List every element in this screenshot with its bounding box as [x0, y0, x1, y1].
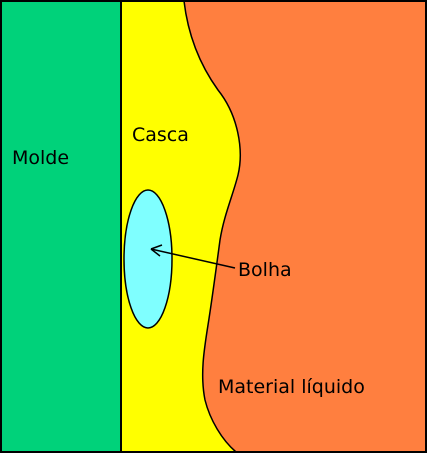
- label-bubble: Bolha: [238, 259, 292, 281]
- label-mold: Molde: [12, 147, 69, 169]
- label-shell: Casca: [132, 124, 189, 146]
- label-liquid: Material líquido: [218, 376, 365, 398]
- mold-region: [1, 1, 121, 452]
- bubble-ellipse: [124, 190, 172, 328]
